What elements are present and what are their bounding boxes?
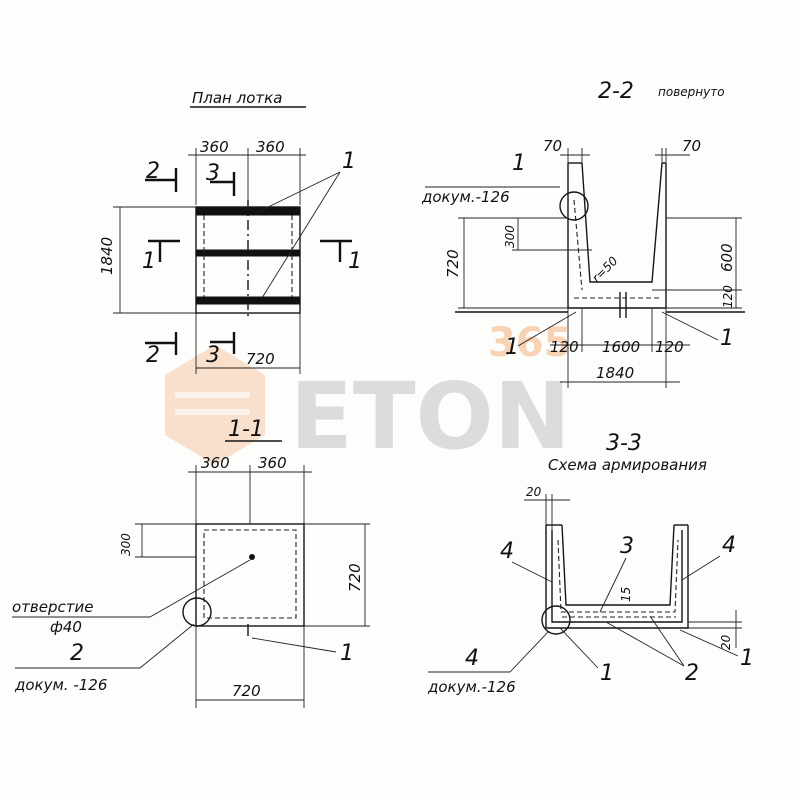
s33-dim-20-top: 20 — [526, 485, 542, 499]
s22-dim-120-right: 120 — [655, 338, 684, 356]
s22-dim-120-left: 120 — [550, 338, 579, 356]
watermark-number: 365 — [488, 320, 572, 366]
s22-callout-num: 1 — [512, 151, 526, 176]
plan-cut-3-bottom: 3 — [206, 343, 220, 368]
plan-leader-1: 1 — [342, 149, 356, 174]
section-33-title: 3-3 — [606, 431, 642, 456]
s22-radius: r=50 — [589, 254, 621, 286]
s11-hole-center — [249, 554, 255, 560]
plan-dim-bottom: 720 — [246, 350, 275, 368]
section-22-note: повернуто — [658, 85, 725, 99]
s11-dim-720-bottom: 720 — [232, 682, 261, 700]
section-11-title: 1-1 — [228, 417, 264, 442]
s22-dim-300: 300 — [503, 225, 517, 248]
s33-label-4-left: 4 — [500, 539, 514, 564]
s22-dim-720: 720 — [444, 249, 462, 278]
s33-callout-doc: докум.-126 — [427, 678, 516, 696]
s11-hole-label-1: отверстие — [12, 598, 93, 616]
s22-dim-1600: 1600 — [602, 338, 640, 356]
section-1-1: 1-1 360 360 300 720 отверстие ф40 2 доку… — [12, 417, 370, 708]
s22-dim-600: 600 — [718, 243, 736, 272]
s22-outer-profile — [567, 163, 667, 309]
plan-dim-right: 360 — [256, 138, 285, 156]
plan-dim-left: 360 — [200, 138, 229, 156]
plan-cut-2-bottom: 2 — [146, 343, 160, 368]
s22-leader-right: 1 — [720, 326, 734, 351]
section-22-title: 2-2 — [598, 79, 634, 104]
watermark-logo-icon — [165, 345, 265, 465]
watermark: ETON 365 — [165, 320, 572, 470]
plan-cut-1-right: 1 — [348, 249, 362, 274]
s11-callout-circle — [182, 597, 212, 627]
section-33-subtitle: Схема армирования — [548, 456, 707, 474]
s22-dim-70-left: 70 — [543, 137, 562, 155]
s22-leader-left: 1 — [505, 335, 519, 360]
s33-rebar-inner — [557, 539, 679, 613]
s22-dim-1840: 1840 — [596, 364, 634, 382]
s11-callout-num: 2 — [70, 641, 84, 666]
s33-dim-20-right: 20 — [719, 634, 733, 650]
watermark-brand: ETON — [290, 363, 571, 470]
s33-inner-profile — [561, 524, 675, 606]
s33-callout-num: 4 — [465, 646, 479, 671]
plan-view: План лотка 360 360 1840 2 2 3 3 — [98, 89, 362, 374]
s33-leader-1a: 1 — [600, 661, 614, 686]
s33-leader-2: 2 — [685, 661, 699, 686]
s33-dim-15: 15 — [619, 587, 633, 602]
s33-label-4-right: 4 — [722, 533, 736, 558]
s33-rebar-outer — [551, 530, 683, 623]
section-3-3: 3-3 Схема армирования 20 3 4 4 15 20 4 д… — [427, 431, 754, 696]
plan-cut-1-left: 1 — [142, 249, 156, 274]
s22-dim-70-right: 70 — [682, 137, 701, 155]
s11-hole-label-2: ф40 — [50, 618, 82, 636]
s22-inner-profile — [581, 162, 663, 283]
s11-dim-360-left: 360 — [201, 454, 230, 472]
s33-label-3: 3 — [620, 534, 634, 559]
s22-callout-doc: докум.-126 — [421, 188, 510, 206]
s11-dim-360-right: 360 — [258, 454, 287, 472]
plan-dim-height: 1840 — [98, 237, 116, 275]
s11-dim-720-v: 720 — [346, 563, 364, 592]
plan-cut-2-top: 2 — [146, 159, 160, 184]
s33-leader-1b: 1 — [740, 646, 754, 671]
s11-outline — [195, 523, 305, 627]
s22-dim-120-v: 120 — [721, 285, 735, 308]
s33-callout-circle — [541, 605, 571, 635]
section-2-2: 2-2 повернуто 70 70 1 докум.-126 300 — [421, 79, 745, 388]
s11-callout-doc: докум. -126 — [14, 676, 107, 694]
plan-title: План лотка — [192, 89, 282, 107]
s11-leader-1: 1 — [340, 641, 354, 666]
s11-dim-300: 300 — [119, 533, 133, 556]
plan-cut-3-top: 3 — [206, 161, 220, 186]
s22-callout-circle — [559, 191, 589, 221]
